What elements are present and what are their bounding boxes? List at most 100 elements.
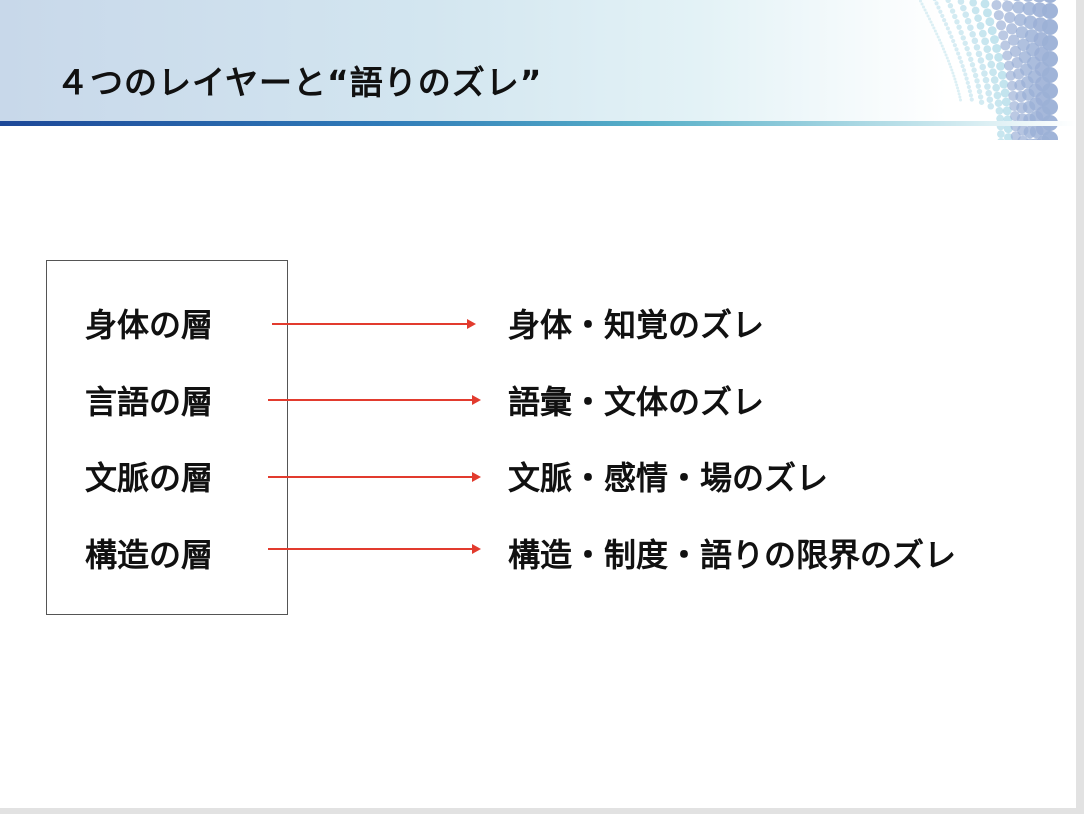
dot	[990, 76, 999, 84]
dot	[991, 0, 1002, 11]
dot	[949, 8, 956, 14]
arrow-icon	[268, 544, 481, 554]
dot	[932, 26, 936, 30]
dot	[919, 0, 923, 3]
dot	[969, 0, 978, 7]
dot	[957, 0, 965, 5]
dot	[939, 41, 943, 45]
dot	[933, 29, 937, 33]
dot	[943, 50, 947, 54]
dot	[967, 24, 974, 31]
dot	[1042, 51, 1058, 67]
dot	[940, 13, 945, 18]
dot	[932, 0, 937, 2]
layer-label: 文脈の層	[85, 459, 214, 497]
dot	[975, 50, 983, 58]
dot	[986, 96, 994, 103]
dot	[987, 60, 996, 69]
dot	[954, 47, 959, 52]
dot	[989, 68, 997, 77]
dot	[1000, 40, 1011, 51]
dot	[1000, 88, 1010, 98]
dot	[976, 22, 985, 30]
dot	[985, 52, 994, 61]
dot	[969, 97, 974, 102]
dot	[1002, 0, 1014, 12]
dot	[995, 107, 1004, 115]
dot	[1006, 23, 1018, 35]
dot	[945, 26, 950, 31]
dot	[953, 77, 957, 81]
dot	[1043, 0, 1057, 3]
layers-box	[46, 260, 288, 615]
dot	[987, 26, 997, 36]
dot	[962, 11, 969, 18]
dot	[969, 31, 976, 38]
dot	[984, 83, 991, 90]
dot	[969, 62, 976, 68]
dot	[956, 51, 961, 56]
layer-label: 言語の層	[85, 383, 214, 421]
dot	[966, 84, 971, 90]
dot	[951, 38, 956, 44]
dot	[1042, 3, 1058, 19]
dot	[945, 56, 949, 60]
dot	[1042, 131, 1058, 140]
dot	[1042, 67, 1058, 83]
dot	[960, 4, 967, 12]
dot	[966, 51, 972, 57]
dot	[971, 37, 979, 45]
dot	[952, 43, 957, 48]
dot	[963, 72, 968, 77]
dot	[981, 70, 988, 77]
dot	[993, 10, 1004, 21]
dot	[998, 30, 1009, 41]
dot	[968, 93, 973, 98]
dot	[1012, 1, 1025, 14]
gap-label: 構造・制度・語りの限界のズレ	[508, 536, 957, 574]
dot	[948, 62, 952, 66]
slide-header	[0, 0, 1076, 122]
dot	[958, 95, 962, 99]
arrow-icon	[272, 319, 476, 329]
dot	[1004, 11, 1016, 24]
dot	[959, 98, 963, 102]
dot	[981, 37, 989, 46]
dot	[997, 137, 1005, 140]
dot	[949, 34, 954, 39]
dot	[943, 22, 949, 27]
dot	[944, 53, 948, 57]
dot	[992, 44, 1002, 53]
dot	[930, 23, 934, 27]
dot	[967, 89, 973, 94]
dot	[985, 89, 992, 97]
dot	[1001, 97, 1011, 107]
dot	[942, 18, 947, 23]
dot	[992, 83, 1001, 92]
dot	[1009, 45, 1022, 57]
dot	[1002, 50, 1013, 61]
dot	[968, 56, 974, 63]
dot	[922, 5, 926, 9]
gap-label: 身体・知覚のズレ	[508, 306, 765, 344]
layer-label: 構造の層	[85, 536, 214, 574]
dot	[938, 9, 943, 14]
dot	[964, 17, 972, 25]
dot	[945, 0, 951, 4]
dot	[1014, 13, 1027, 27]
dot	[978, 99, 985, 105]
dot	[997, 70, 1007, 80]
dot	[964, 76, 969, 81]
dot	[960, 35, 966, 41]
dot	[976, 88, 983, 95]
dot	[959, 59, 964, 64]
dot	[983, 8, 992, 18]
dot	[965, 80, 970, 85]
dot	[936, 35, 940, 39]
arrow-icon	[268, 395, 481, 405]
dot	[982, 76, 990, 84]
dot	[952, 74, 956, 78]
dot	[996, 114, 1004, 123]
dot	[956, 24, 962, 30]
window-edge-bottom	[0, 808, 1084, 814]
